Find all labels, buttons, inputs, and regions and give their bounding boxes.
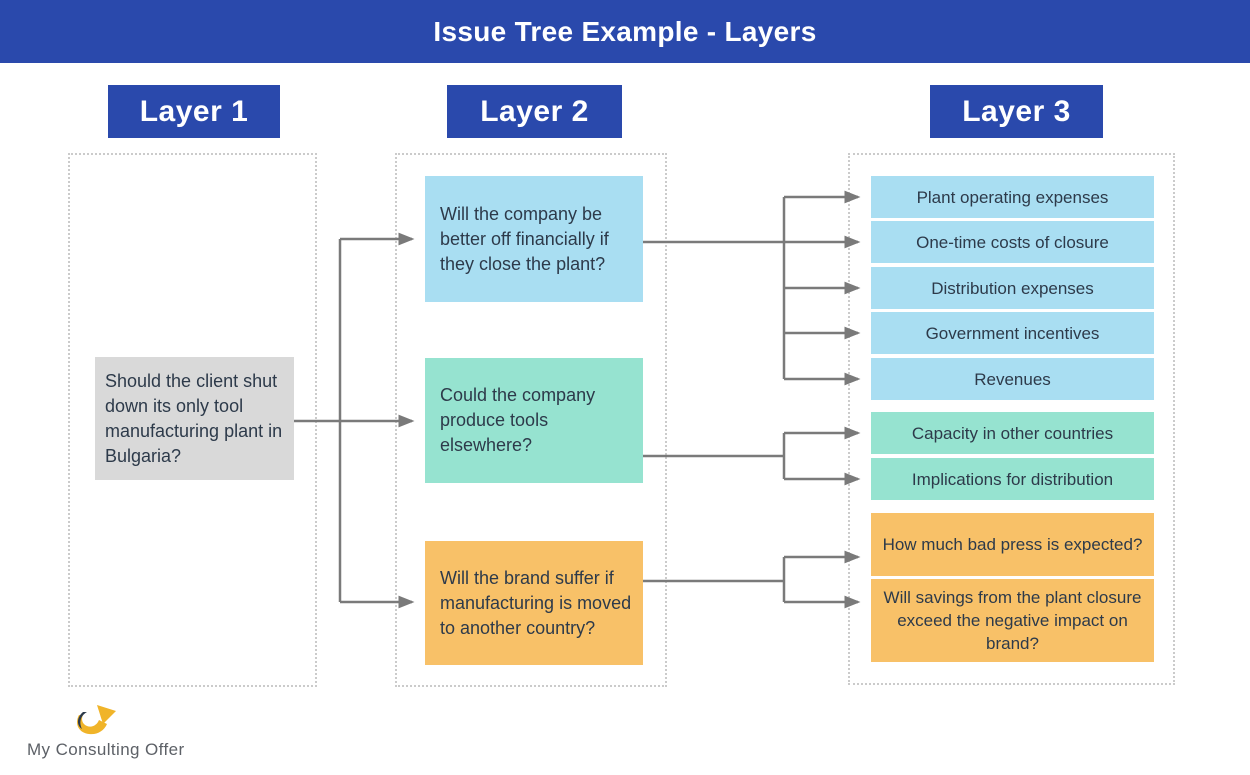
connector-production-to-children <box>643 426 861 486</box>
layer2-production-question-text: Could the company produce tools elsewher… <box>440 385 596 455</box>
page-title: Issue Tree Example - Layers <box>433 15 817 47</box>
layer3-item-one-time-costs: One-time costs of closure <box>871 221 1154 263</box>
layer3-item-plant-operating-expenses: Plant operating expenses <box>871 176 1154 218</box>
header-layer-1-label: Layer 1 <box>139 94 249 128</box>
header-layer-2-label: Layer 2 <box>480 94 589 128</box>
layer2-production-question-box: Could the company produce tools elsewher… <box>425 358 643 483</box>
layer3-item-bad-press: How much bad press is expected? <box>871 513 1154 576</box>
header-layer-2: Layer 2 <box>447 85 622 138</box>
layer3-item-distribution-expenses: Distribution expenses <box>871 267 1154 309</box>
layer3-item-label: Capacity in other countries <box>911 423 1114 443</box>
layer2-brand-question-text: Will the brand suffer if manufacturing i… <box>440 567 632 638</box>
layer3-item-label: Plant operating expenses <box>916 187 1109 207</box>
layer3-item-label: Government incentives <box>925 323 1100 343</box>
layer2-financial-question-text: Will the company be better off financial… <box>440 203 609 274</box>
layer3-item-label: How much bad press is expected? <box>882 535 1143 554</box>
layer2-brand-question-box: Will the brand suffer if manufacturing i… <box>425 541 643 665</box>
layer3-item-savings-vs-brand: Will savings from the plant closure exce… <box>871 579 1154 662</box>
header-layer-1: Layer 1 <box>108 85 280 138</box>
layer3-column-frame <box>848 153 1175 685</box>
layer3-item-capacity-other-countries: Capacity in other countries <box>871 412 1154 454</box>
layer3-item-label: Will savings from the plant closure exce… <box>883 588 1142 653</box>
layer3-item-label: Revenues <box>974 369 1051 389</box>
root-question-text: Should the client shut down its only too… <box>105 370 283 466</box>
layer3-item-implications-distribution: Implications for distribution <box>871 458 1154 500</box>
header-layer-3: Layer 3 <box>930 85 1103 138</box>
layer3-item-government-incentives: Government incentives <box>871 312 1154 354</box>
header-layer-3-label: Layer 3 <box>962 94 1071 128</box>
connector-brand-to-children <box>643 550 861 609</box>
layer3-item-label: One-time costs of closure <box>916 232 1109 252</box>
brand-logo-text: My Consulting Offer <box>27 740 185 759</box>
layer3-item-label: Implications for distribution <box>911 469 1114 489</box>
layer3-item-label: Distribution expenses <box>931 278 1094 298</box>
swoosh-arrow-icon <box>77 705 116 735</box>
root-question-box: Should the client shut down its only too… <box>95 357 294 480</box>
connector-financial-to-children <box>643 190 861 386</box>
layer3-item-revenues: Revenues <box>871 358 1154 400</box>
layer2-financial-question-box: Will the company be better off financial… <box>425 176 643 302</box>
title-bar: Issue Tree Example - Layers <box>0 0 1250 63</box>
